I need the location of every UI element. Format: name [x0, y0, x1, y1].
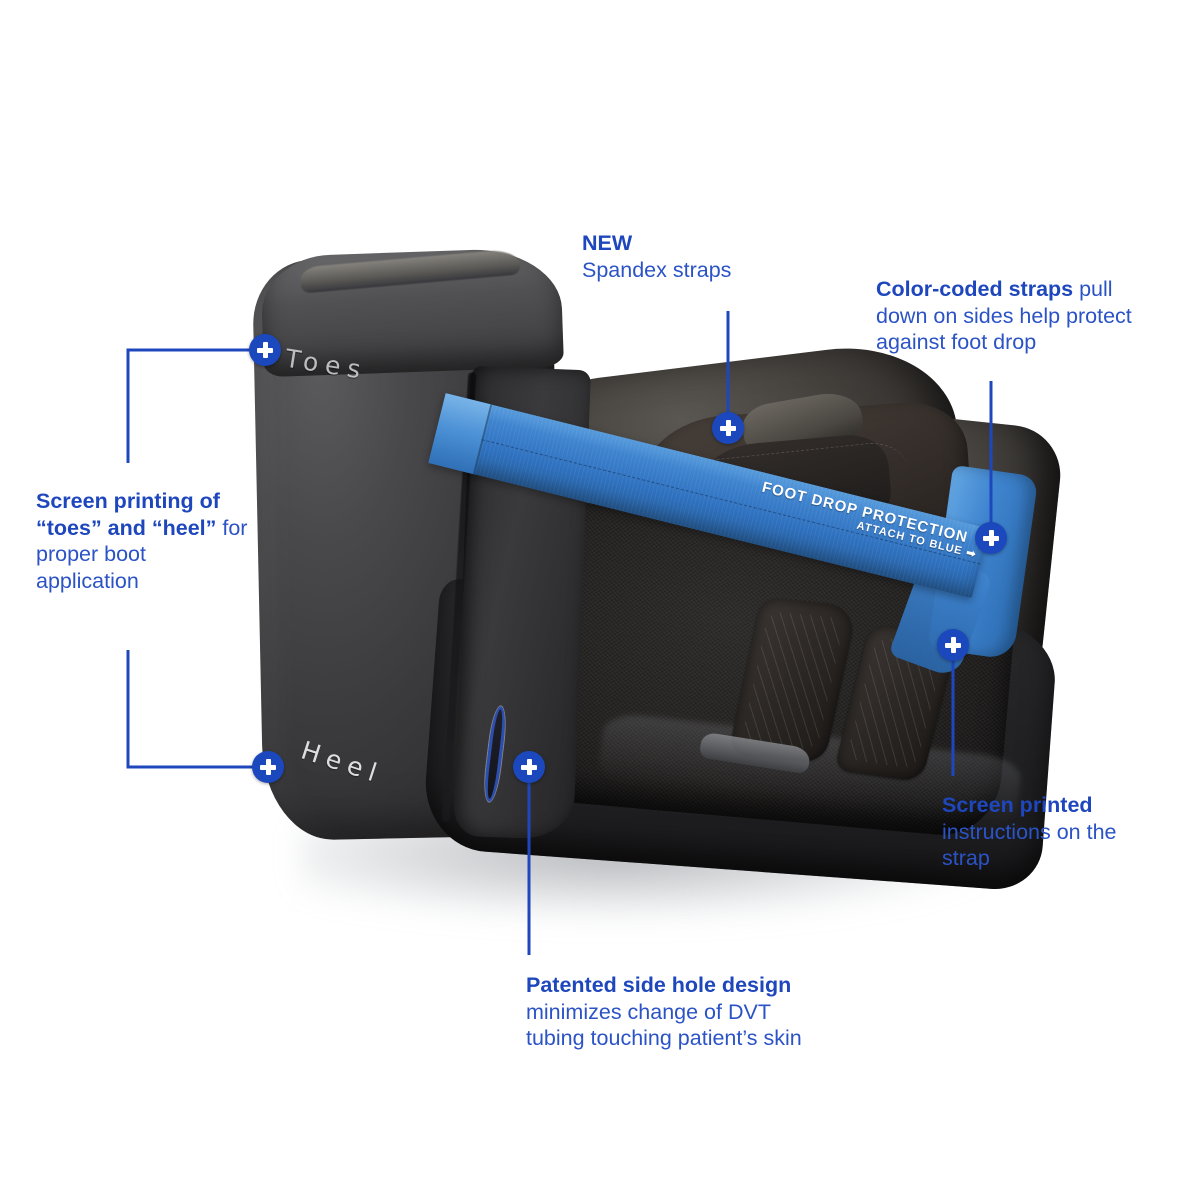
- callout-patented-bold: Patented side hole design: [526, 973, 792, 997]
- callout-color-coded-line-3: against foot drop: [876, 330, 1037, 355]
- callout-patented-line-3: tubing touching patient’s skin: [526, 1026, 802, 1051]
- callout-screen-printed-line-3: strap: [942, 846, 990, 871]
- callout-screen-printed-line-2: instructions on the: [942, 819, 1117, 844]
- plus-icon: [720, 420, 736, 436]
- callout-screen-printing-rest: for: [216, 515, 248, 540]
- callout-color-coded-rest: pull: [1073, 277, 1113, 301]
- chevron-stitch-pattern: [740, 610, 846, 750]
- callout-marker-color-coded[interactable]: [975, 522, 1007, 554]
- callout-color-coded: Color-coded straps pull down on sides he…: [876, 276, 1176, 356]
- callout-screen-printing: Screen printing of “toes” and “heel” for…: [36, 488, 286, 595]
- plus-icon: [983, 530, 999, 546]
- callout-screen-printing-bold-2: “toes” and “heel”: [36, 515, 217, 540]
- callout-patented-line-2: minimizes change of DVT: [526, 999, 771, 1024]
- callout-screen-printing-bold-1: Screen printing of: [36, 489, 220, 513]
- plus-icon: [521, 759, 537, 775]
- callout-marker-patented[interactable]: [513, 751, 545, 783]
- callout-screen-printing-line-3: proper boot: [36, 542, 146, 567]
- callout-color-coded-line-2: down on sides help protect: [876, 303, 1132, 328]
- callout-screen-printed-strap: Screen printed instructions on the strap: [942, 792, 1172, 872]
- callout-new-spandex-rest: Spandex straps: [582, 257, 732, 282]
- callout-marker-screen-printing[interactable]: [249, 334, 281, 366]
- callout-marker-screen-printed[interactable]: [937, 629, 969, 661]
- plus-icon: [945, 637, 961, 653]
- callout-new-spandex: NEW Spandex straps: [582, 230, 822, 283]
- plus-icon: [260, 759, 276, 775]
- callout-marker-heel-print[interactable]: [252, 751, 284, 783]
- callout-marker-new-spandex[interactable]: [712, 412, 744, 444]
- callout-screen-printing-line-4: application: [36, 568, 139, 593]
- callout-color-coded-bold: Color-coded straps: [876, 277, 1074, 301]
- callout-new-spandex-bold: NEW: [582, 231, 633, 255]
- plus-icon: [257, 342, 273, 358]
- callout-screen-printed-bold: Screen printed: [942, 793, 1093, 817]
- callout-patented-side-hole: Patented side hole design minimizes chan…: [526, 972, 886, 1052]
